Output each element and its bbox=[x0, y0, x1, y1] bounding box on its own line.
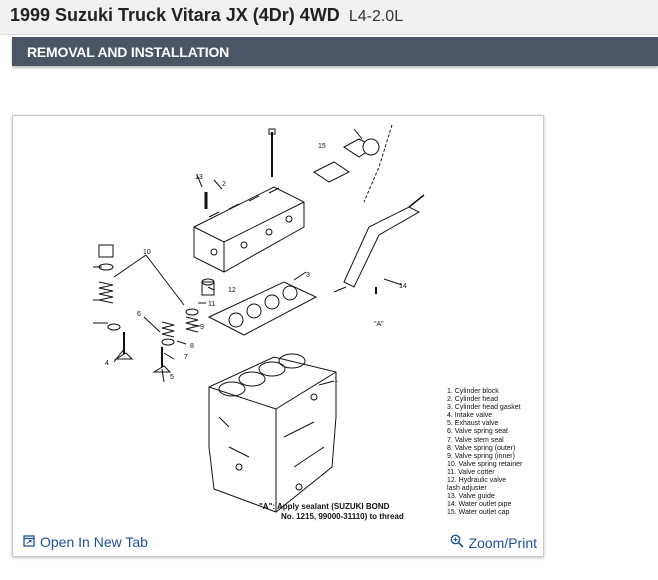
water-outlet-pipe-shape bbox=[343, 206, 421, 288]
callout-11: 11 bbox=[208, 301, 215, 308]
legend-item: 11. Valve cotter bbox=[447, 468, 495, 476]
open-in-new-tab-label: Open In New Tab bbox=[40, 534, 148, 550]
page-title: 1999 Suzuki Truck Vitara JX (4Dr) 4WD L4… bbox=[10, 5, 403, 26]
callout-10: 10 bbox=[143, 249, 151, 256]
sealant-note-line-2: No. 1215, 99000-31110) to thread bbox=[281, 512, 404, 521]
callout-labels: 1 2 3 4 5 6 7 8 9 10 11 12 13 14 15 "A" bbox=[105, 143, 407, 384]
zoom-icon bbox=[450, 534, 464, 551]
callout-5: 5 bbox=[170, 374, 174, 381]
legend-item: 6. Valve spring seat bbox=[447, 428, 508, 436]
legend-item: 12. Hydraulic valve bbox=[447, 477, 507, 485]
parts-legend: 1. Cylinder block 2. Cylinder head 3. Cy… bbox=[447, 388, 522, 518]
water-outlet-cap-shape bbox=[313, 161, 350, 183]
callout-13: 13 bbox=[195, 174, 203, 181]
sealant-marker: "A" bbox=[374, 321, 384, 328]
legend-item: 14. Water outlet pipe bbox=[447, 501, 512, 509]
legend-item: lash adjuster bbox=[447, 485, 487, 493]
engine-subtitle: L4-2.0L bbox=[348, 8, 404, 25]
top-bar: 1999 Suzuki Truck Vitara JX (4Dr) 4WD L4… bbox=[0, 0, 658, 35]
legend-item: 15. Water outlet cap bbox=[447, 509, 510, 517]
callout-7: 7 bbox=[184, 354, 188, 361]
legend-item: 8. Valve spring (outer) bbox=[447, 444, 516, 452]
engine-diagram: 1 2 3 4 5 6 7 8 9 10 11 12 13 14 15 "A" … bbox=[14, 117, 542, 529]
section-header: REMOVAL AND INSTALLATION bbox=[12, 37, 658, 66]
legend-item: 7. Valve stem seal bbox=[447, 436, 504, 444]
callout-8: 8 bbox=[190, 343, 194, 350]
callout-12: 12 bbox=[228, 287, 236, 294]
callout-3: 3 bbox=[306, 272, 310, 279]
exploded-view-drawing: 1 2 3 4 5 6 7 8 9 10 11 12 13 14 15 "A" bbox=[93, 124, 425, 513]
open-tab-icon bbox=[23, 534, 35, 550]
legend-item: 3. Cylinder head gasket bbox=[447, 404, 521, 412]
figure-frame: 1 2 3 4 5 6 7 8 9 10 11 12 13 14 15 "A" … bbox=[12, 115, 544, 557]
legend-item: 10. Valve spring retainer bbox=[447, 460, 523, 468]
legend-item: 5. Exhaust valve bbox=[447, 420, 499, 428]
vehicle-title: 1999 Suzuki Truck Vitara JX (4Dr) 4WD bbox=[10, 5, 340, 25]
callout-4: 4 bbox=[105, 360, 109, 367]
sealant-note-line-1: "A": Apply sealant (SUZUKI BOND bbox=[259, 502, 390, 511]
sealant-note: "A": Apply sealant (SUZUKI BOND No. 1215… bbox=[259, 502, 404, 522]
callout-9: 9 bbox=[200, 324, 204, 331]
section-heading: REMOVAL AND INSTALLATION bbox=[27, 44, 230, 60]
figure-footer: Open In New Tab Zoom/Print bbox=[13, 528, 543, 556]
head-gasket-shape bbox=[207, 281, 318, 336]
legend-item: 13. Valve guide bbox=[447, 493, 495, 501]
legend-item: 4. Intake valve bbox=[447, 412, 493, 420]
callout-14: 14 bbox=[399, 283, 407, 290]
legend-item: 2. Cylinder head bbox=[447, 396, 498, 404]
callout-1: 1 bbox=[334, 377, 338, 384]
legend-item: 1. Cylinder block bbox=[447, 388, 499, 395]
callout-15: 15 bbox=[318, 143, 326, 150]
callout-6: 6 bbox=[137, 311, 141, 318]
callout-2: 2 bbox=[222, 181, 226, 188]
zoom-print-link[interactable]: Zoom/Print bbox=[450, 534, 537, 551]
zoom-print-label: Zoom/Print bbox=[468, 534, 537, 551]
legend-item: 9. Valve spring (inner) bbox=[447, 452, 515, 460]
cylinder-block-shape bbox=[208, 356, 337, 513]
open-in-new-tab-link[interactable]: Open In New Tab bbox=[23, 534, 148, 550]
